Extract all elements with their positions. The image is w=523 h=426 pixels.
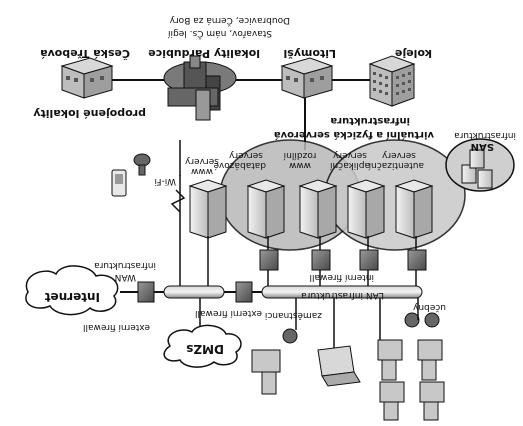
wan-label-line2: infrastruktura <box>94 260 156 270</box>
virtual-title-line1: virtuální a fyzická serverová <box>273 129 434 140</box>
address-line-2: Stavařov, nám Čs. legií <box>168 28 272 38</box>
building-ceska-trebova-icon <box>60 57 114 99</box>
internal-firewall-label: interní firewall <box>309 272 374 282</box>
desktop-pc-icon <box>251 339 445 421</box>
server-databazove-icon <box>246 179 286 239</box>
wan-label-line1: WAN <box>114 272 136 282</box>
server-autentizacni-icon <box>394 179 434 239</box>
user-icons <box>282 312 440 344</box>
external-firewall-label-1: externí firewall <box>83 322 150 332</box>
lan-label: LAN infrastruktura <box>301 290 384 300</box>
building-koleje-icon <box>368 55 416 107</box>
external-firewall-label-2: externí firewall <box>195 308 262 318</box>
server-www-icon <box>298 179 338 239</box>
dmz-cloud-icon <box>163 324 242 368</box>
location-ceska-trebova: Česká Třebová <box>40 47 130 60</box>
internet-cloud-icon <box>25 265 119 316</box>
pardubice-hub-icon <box>163 55 237 121</box>
san-label: SAN <box>470 141 494 152</box>
server-aplikacni-icon <box>346 179 386 239</box>
server-dmz-www-icon <box>188 179 228 239</box>
location-lokality-pardubice: lokality Pardubice <box>148 47 260 60</box>
virtual-servers <box>188 179 434 239</box>
label-propojene-lokality: propojené lokality <box>33 107 146 120</box>
san-storage-icon <box>461 149 493 189</box>
dmz-label: DMZs <box>186 342 224 356</box>
location-koleje: koleje <box>394 47 432 60</box>
location-litomysl: Litomyšl <box>283 47 336 60</box>
address-line-1: Doubravice, Černá za Bory <box>169 15 290 25</box>
server-label-databazove: databázové servery <box>213 150 266 170</box>
www-servers-label: www servery <box>185 156 219 176</box>
wifi-icon <box>111 140 186 213</box>
workstations <box>251 339 445 421</box>
zamestnanci-label: zaměstnanci <box>264 310 322 320</box>
external-firewalls <box>137 281 253 303</box>
internal-firewalls <box>259 249 427 271</box>
server-label-aplikacni: aplikační servery <box>330 150 370 170</box>
ucebny-label: učebny <box>413 302 446 312</box>
internet-label: Internet <box>44 290 100 304</box>
building-litomysl-icon <box>280 57 334 99</box>
server-label-www: www rozdílní <box>283 150 317 170</box>
wifi-label: Wi-Fi <box>154 176 176 186</box>
laptop-icon <box>317 345 361 387</box>
server-label-autentizacni: autentizační servery <box>368 150 424 170</box>
virtual-title-line2: infrastruktura <box>330 115 410 126</box>
san-sublabel: infrastruktura <box>454 130 516 140</box>
camera-icon <box>133 153 151 176</box>
network-buses <box>163 285 423 299</box>
